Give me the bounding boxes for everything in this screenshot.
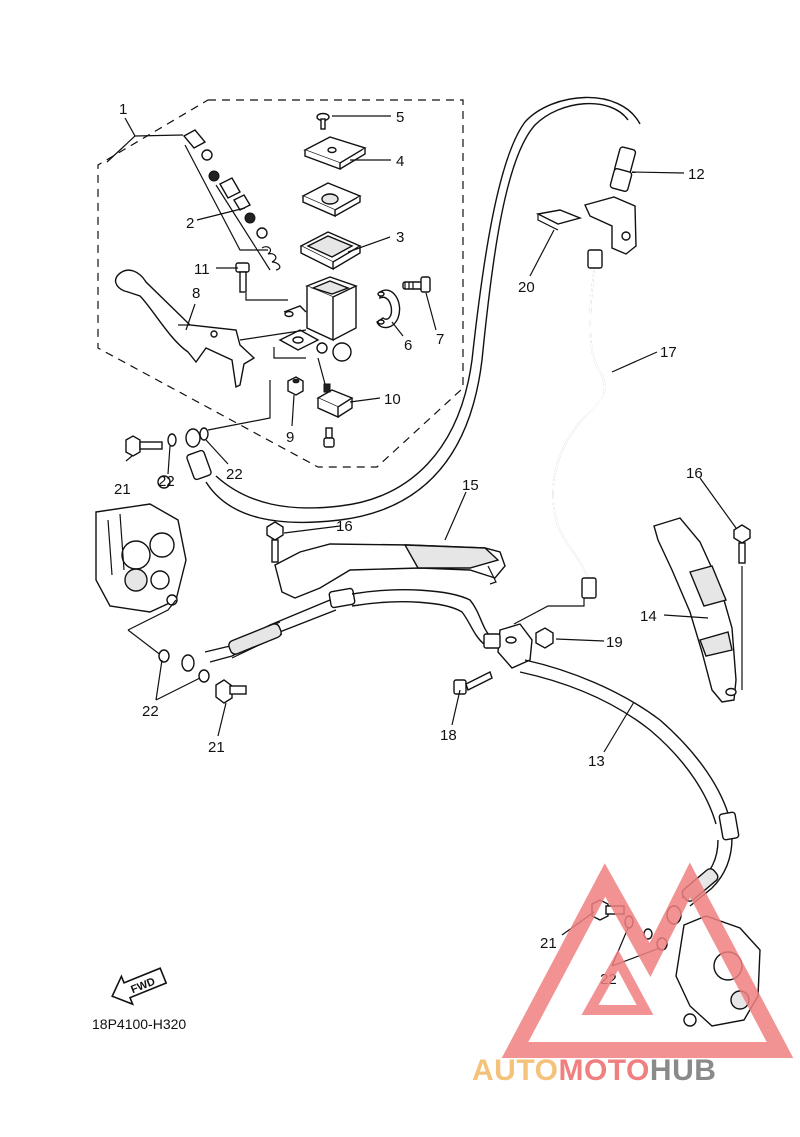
- label-10: 10: [384, 391, 401, 408]
- bolt-11: [235, 262, 250, 293]
- label-22-b: 22: [226, 466, 243, 483]
- screw-5: [316, 112, 330, 130]
- diaphragm-3: [299, 231, 362, 271]
- label-12: 12: [688, 166, 705, 183]
- bolt-21-upper: [125, 435, 163, 457]
- washer-22-a: [167, 433, 177, 447]
- diagram-code: 18P4100-H320: [92, 1016, 186, 1032]
- leader-lines: [106, 115, 737, 967]
- washer-22-d: [198, 669, 210, 683]
- label-11: 11: [194, 261, 210, 278]
- washer-22-c: [158, 649, 170, 663]
- label-22-c: 22: [142, 703, 159, 720]
- label-20: 20: [518, 279, 535, 296]
- label-17: 17: [660, 344, 677, 361]
- nut-19: [535, 627, 554, 649]
- label-3: 3: [396, 229, 404, 246]
- label-21-right: 21: [540, 935, 557, 952]
- label-9: 9: [286, 429, 294, 446]
- brake-switch-10: [316, 383, 354, 448]
- label-5: 5: [396, 109, 404, 126]
- watermark-text: AUTOMOTOHUB: [472, 1054, 716, 1087]
- label-4: 4: [396, 153, 404, 170]
- assembly-boundary: [97, 99, 464, 468]
- bolt-18: [453, 671, 493, 695]
- fwd-arrow-icon: FWD: [111, 967, 168, 1006]
- diaphragm-plate: [301, 182, 362, 218]
- banjo-fitting-upper: [185, 428, 212, 481]
- left-caliper: [95, 475, 187, 613]
- watermark-part-hub: HUB: [650, 1054, 717, 1087]
- hose-13: [519, 659, 740, 925]
- label-2: 2: [186, 215, 194, 232]
- label-18: 18: [440, 727, 457, 744]
- hose-cover-14: [653, 517, 737, 703]
- watermark-logo-icon: [501, 862, 794, 1058]
- clamp-6: [376, 289, 401, 329]
- label-22-a: 22: [158, 473, 175, 490]
- bolt-16-left: [266, 521, 284, 563]
- label-6: 6: [404, 337, 412, 354]
- label-15: 15: [462, 477, 479, 494]
- part-labels: 1 2 3 4 5 6 7 8 9 10 11 12 13 14 15 16 1…: [114, 101, 705, 988]
- label-16-right: 16: [686, 465, 703, 482]
- bracket-20: [535, 196, 637, 255]
- label-14: 14: [640, 608, 657, 625]
- bolt-7: [402, 276, 431, 293]
- hose-fitting-12: [609, 146, 637, 193]
- nut-9: [287, 376, 304, 396]
- label-8: 8: [192, 285, 200, 302]
- bolt-21-lower: [215, 679, 247, 704]
- label-1: 1: [119, 101, 127, 118]
- brake-pipe-17: [552, 249, 606, 599]
- reservoir-cap-4: [303, 136, 367, 171]
- label-13: 13: [588, 753, 605, 770]
- piston-kit-2: [182, 129, 281, 271]
- watermark-part-auto: AUTO: [472, 1054, 558, 1087]
- brake-lever-8: [114, 269, 256, 389]
- hose-to-left-caliper: [181, 587, 491, 672]
- washer-22-b: [199, 427, 209, 441]
- label-21-lower: 21: [208, 739, 225, 756]
- watermark-part-moto: MOTO: [558, 1054, 649, 1087]
- label-21-upper: 21: [114, 481, 131, 498]
- hose-guide-15: [274, 543, 506, 599]
- hose-upper: [205, 102, 629, 524]
- hose-splitter-joint: [483, 623, 533, 669]
- label-16-left: 16: [336, 518, 353, 535]
- bolt-16-right: [733, 524, 751, 564]
- master-cylinder-body: [278, 276, 358, 362]
- label-7: 7: [436, 331, 444, 348]
- label-19: 19: [606, 634, 623, 651]
